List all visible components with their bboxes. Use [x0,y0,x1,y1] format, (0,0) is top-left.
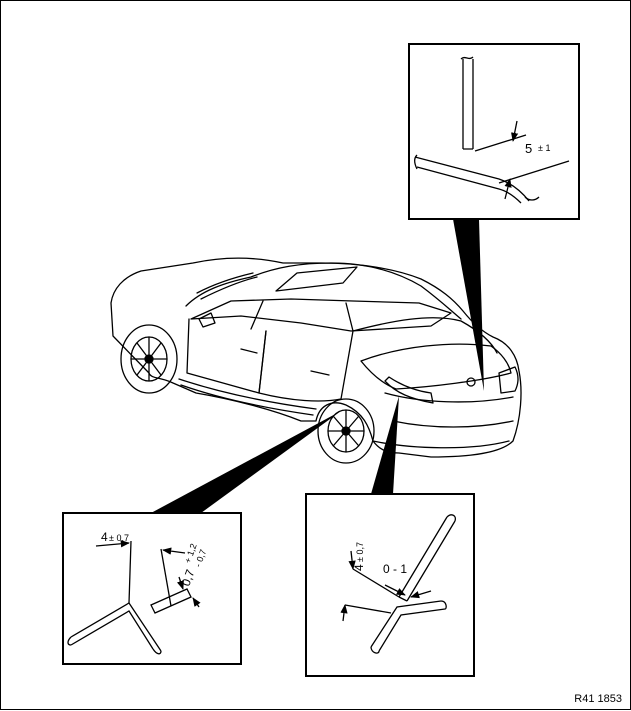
dimension-tolerance: ± 1 [538,143,550,153]
car-front-wheel [120,324,178,394]
detail-bottom-right: 4 ± 0,7 0 - 1 [305,493,475,677]
flush-arrow-left [384,584,406,596]
car-front-door [186,318,267,394]
detail-top-right-frame [408,43,580,220]
dimension-arrow-bottom [504,178,512,200]
flush-range: 0 - 1 [383,562,407,576]
detail-top-right: 5 ± 1 [408,43,580,220]
car-sunroof [275,266,358,292]
adjacent-panel-edge [150,588,192,614]
gap-arrow-right [162,547,186,555]
car-badge [466,377,476,387]
reference-code: R41 1853 [574,693,622,705]
flush-arrow-right [410,590,432,599]
car-mirror [198,312,216,328]
gap-tolerance: ± 0,7 [355,542,365,562]
detail-bottom-right-frame [305,493,475,677]
offset-value: 0,7 [179,567,198,588]
lower-panel-edge [370,600,446,652]
gap-value: 4 [352,564,366,571]
dimension-arrow-top [511,120,519,142]
offset-arrow-top [176,576,184,590]
car-windows [190,298,452,332]
car-rear-door [258,330,354,402]
gap-tolerance: ± 0,7 [109,533,129,543]
offset-arrow-bottom [192,597,201,608]
car-rear-wheel [317,398,375,464]
pointer-top-right [453,219,484,391]
dimension-value: 5 [525,141,532,156]
car-illustration [110,257,522,464]
detail-bottom-left-frame [62,512,242,665]
vertical-panel-edge [460,56,474,150]
gap-extension-left [128,540,132,604]
pointer-bottom-left [151,411,341,513]
gap-arrow-left [95,540,130,548]
car-tail-light-left [384,376,434,404]
car-trunk-lid [360,343,512,390]
gap-extension-upper [352,568,400,598]
gap-arrow-upper [348,550,356,570]
car-rear-bumper [384,392,514,403]
car-tail-light-right [498,366,519,394]
callout-pointers [151,219,484,513]
pointer-bottom-right [371,396,399,494]
gap-value: 4 [101,530,108,544]
gap-extension-lower [344,604,392,614]
car-roof [185,262,462,320]
diagonal-panel-edge [398,516,456,602]
gap-arrow-lower [340,604,348,622]
detail-bottom-left: 4 ± 0,7 0,7 + 1,2 - 0,7 [62,512,242,665]
